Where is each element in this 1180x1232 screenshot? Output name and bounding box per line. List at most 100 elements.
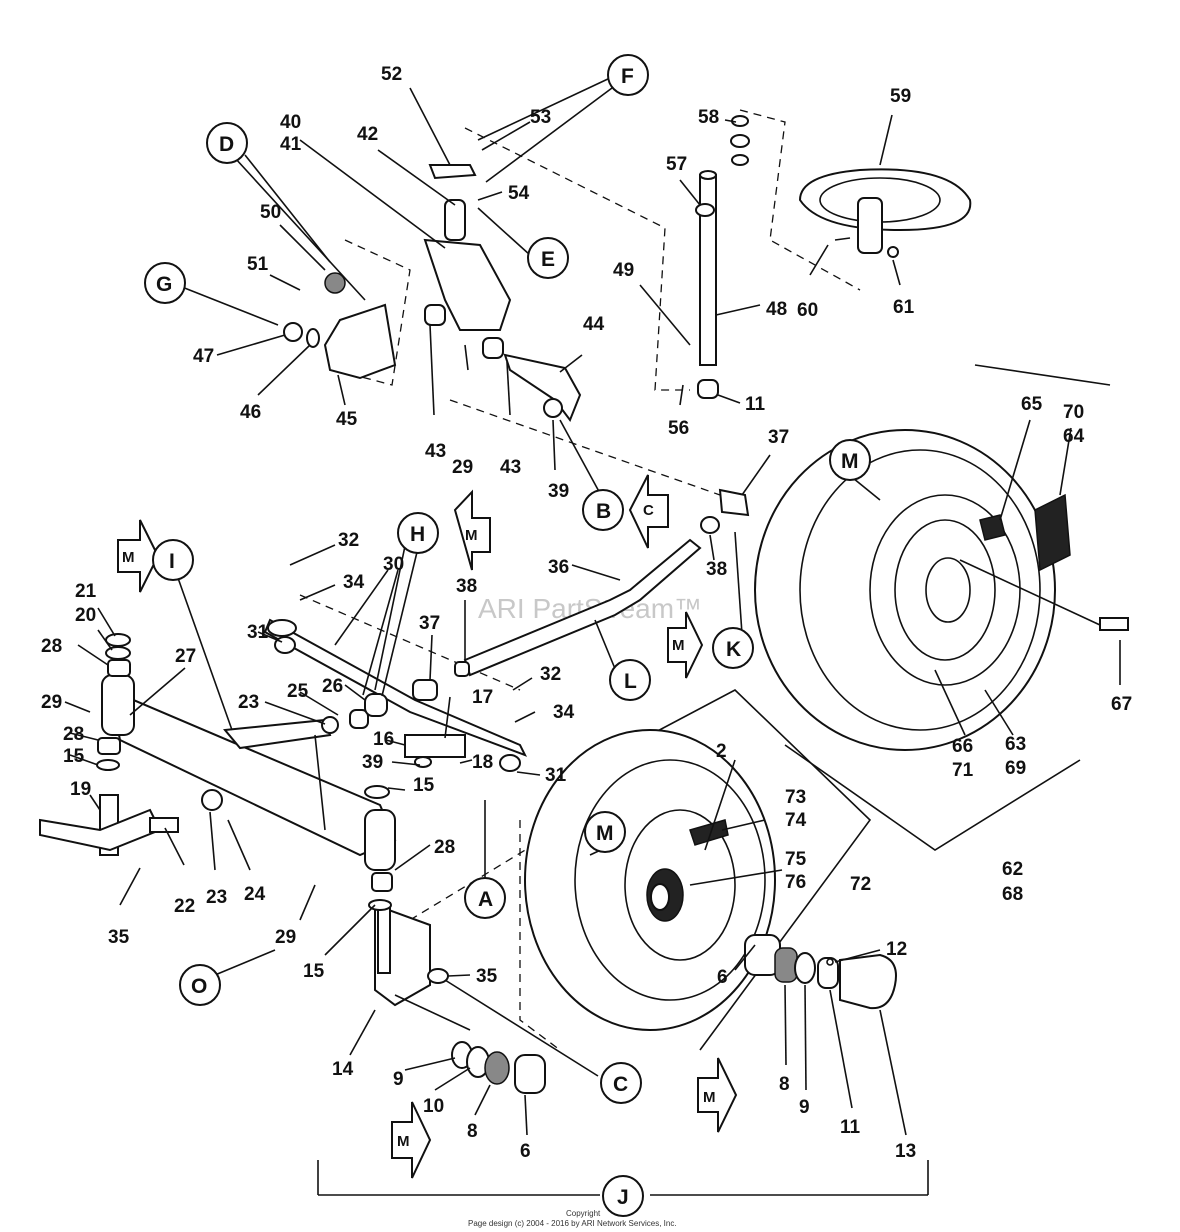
label-text: M [672,637,685,654]
label-text: M [596,822,614,845]
callout-M-large: M [829,439,871,481]
part-label: 64 [1063,426,1085,447]
part-label: 38 [706,559,727,580]
part-label: 58 [698,107,719,128]
label-text: K [726,638,741,661]
label-text: H [410,523,425,546]
part-label: 13 [895,1141,916,1162]
part-label: 29 [275,927,296,948]
part-label: 54 [508,183,530,204]
callout-M-small: M [584,811,626,853]
label-text: L [624,670,637,693]
part-label: 60 [797,300,818,321]
part-label: 30 [383,554,404,575]
part-label: 56 [668,418,689,439]
part-label: 28 [434,837,455,858]
part-label: 18 [472,752,493,773]
part-label: 34 [343,572,365,593]
part-label: 67 [1111,694,1132,715]
part-label: 15 [303,961,325,982]
part-label: 68 [1002,884,1023,905]
part-label: 72 [850,874,871,895]
callout-C-lower: C [600,1062,642,1104]
label-text: M [465,527,478,544]
part-label: 57 [666,154,687,175]
direction-marker: M [667,611,704,679]
part-label: 9 [393,1069,404,1090]
part-label: 52 [381,64,402,85]
steering-column [283,115,972,423]
label-text: I [169,550,175,573]
callout-O: O [179,964,221,1006]
part-label: 28 [41,636,62,657]
callout-A: A [464,877,506,919]
part-label: 14 [332,1059,354,1080]
part-label: 76 [785,872,806,893]
part-label: 23 [206,887,227,908]
part-label: 66 [952,736,973,757]
part-label: 43 [425,441,446,462]
part-label: 63 [1005,734,1026,755]
part-label: 50 [260,202,281,223]
part-label: 65 [1021,394,1043,415]
direction-marker: M [453,489,491,571]
part-label: 42 [357,124,378,145]
callout-I: I [152,539,194,581]
part-label: 40 [280,112,301,133]
leader-lines [64,87,1121,1136]
part-label: 39 [548,481,569,502]
part-label: 41 [280,134,302,155]
part-label: 62 [1002,859,1023,880]
part-label: 22 [174,896,195,917]
part-label: 29 [452,457,473,478]
front-axle-assembly [39,633,397,911]
part-label: 6 [520,1141,531,1162]
part-label: 20 [75,605,96,626]
part-label: 36 [548,557,569,578]
part-label: 45 [336,409,358,430]
callout-L: L [609,659,651,701]
direction-marker-group: M M C M M M [117,474,738,1179]
part-label: 9 [799,1097,810,1118]
part-label: 53 [530,107,551,128]
part-label: 8 [779,1074,790,1095]
label-text: C [613,1073,628,1096]
part-label: 28 [63,724,84,745]
label-text: M [703,1089,716,1106]
part-label: 69 [1005,758,1026,779]
part-label: 8 [467,1121,478,1142]
label-text: C [643,502,654,519]
page-design-credit: Page design (c) 2004 - 2016 by ARI Netwo… [468,1219,677,1228]
part-label: 71 [952,760,974,781]
callout-D: D [206,122,248,164]
part-label: 2 [716,741,727,762]
part-label: 11 [840,1117,861,1138]
label-text: M [841,450,859,473]
direction-marker: M [391,1101,432,1179]
direction-marker: C [628,474,669,549]
steering-linkage [263,488,750,772]
part-label: 16 [373,729,394,750]
part-number-labels: 52 53 40 41 42 54 50 51 47 46 45 43 29 4… [41,64,1132,1162]
part-label: 11 [745,394,766,415]
part-label: 73 [785,787,806,808]
label-text: A [478,888,493,911]
part-label: 32 [540,664,561,685]
part-label: 75 [785,849,807,870]
part-label: 15 [413,775,435,796]
label-text: E [541,248,555,271]
part-label: 32 [338,530,359,551]
callout-E: E [527,237,569,279]
label-text: M [397,1133,410,1150]
part-label: 10 [423,1096,444,1117]
part-label: 37 [419,613,440,634]
callout-F: F [607,54,649,96]
part-label: 43 [500,457,521,478]
part-label: 49 [613,260,634,281]
part-label: 61 [893,297,915,318]
part-label: 27 [175,646,196,667]
part-label: 35 [476,966,498,987]
part-label: 17 [472,687,493,708]
part-label: 51 [247,254,269,275]
